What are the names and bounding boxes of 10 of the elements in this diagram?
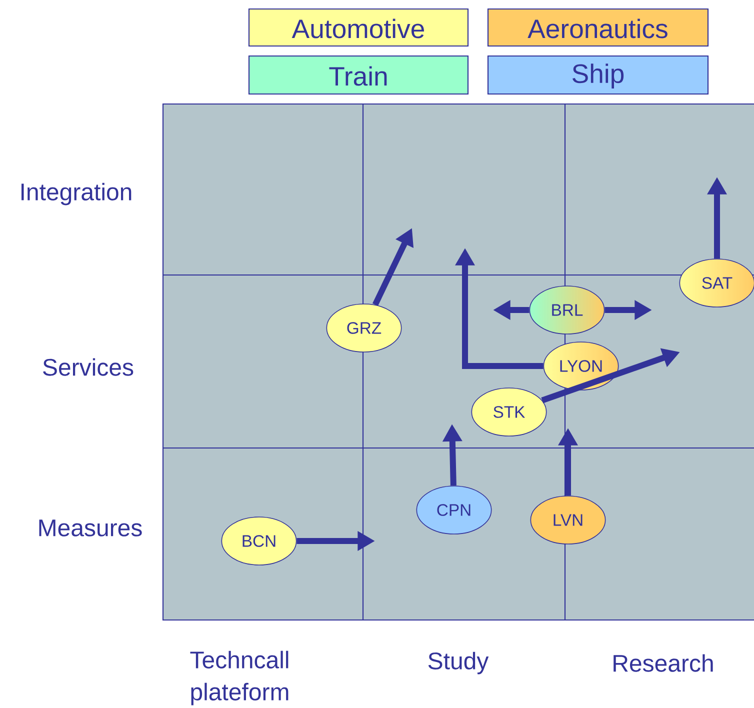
axis-label: Measures bbox=[39, 520, 142, 536]
legend-box: Aeronautics bbox=[487, 8, 709, 47]
axis-label: Services bbox=[43, 358, 134, 376]
axis-label: Study bbox=[428, 652, 489, 674]
axis-label: Research bbox=[614, 654, 713, 672]
axis-label: Techncall plateform bbox=[190, 650, 288, 706]
axis-label: Integration bbox=[22, 182, 132, 206]
legend-box: Automotive bbox=[248, 8, 469, 47]
legend-box: Train bbox=[248, 55, 469, 95]
legend-box: Ship bbox=[487, 55, 709, 95]
